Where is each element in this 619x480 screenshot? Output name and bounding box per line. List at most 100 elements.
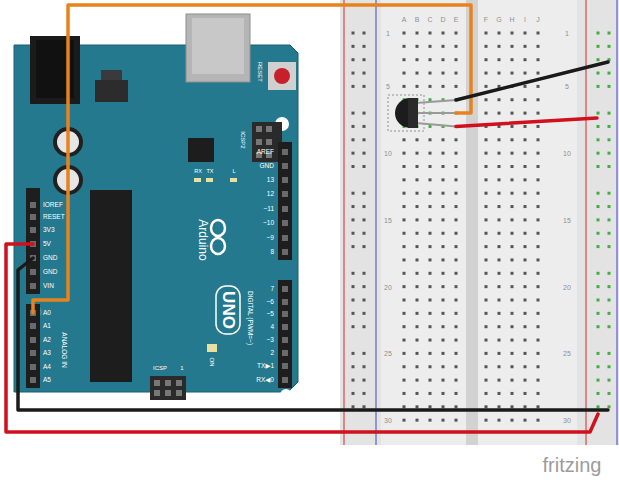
breadboard-hole bbox=[416, 352, 419, 355]
breadboard-hole bbox=[524, 272, 527, 275]
breadboard-hole bbox=[403, 365, 406, 368]
pin-label: IOREF bbox=[43, 202, 63, 209]
header-pin bbox=[282, 337, 288, 343]
breadboard-hole bbox=[352, 325, 355, 328]
breadboard-hole bbox=[608, 365, 611, 368]
breadboard-hole bbox=[403, 392, 406, 395]
breadboard-hole bbox=[485, 365, 488, 368]
breadboard-hole bbox=[363, 312, 366, 315]
breadboard-hole bbox=[537, 379, 540, 382]
power-wire bbox=[456, 118, 597, 127]
breadboard-hole bbox=[524, 419, 527, 422]
breadboard-hole bbox=[442, 392, 445, 395]
breadboard-hole bbox=[608, 232, 611, 235]
breadboard-hole bbox=[511, 365, 514, 368]
breadboard-hole bbox=[442, 352, 445, 355]
breadboard-hole bbox=[511, 165, 514, 168]
breadboard-hole bbox=[403, 285, 406, 288]
breadboard-hole bbox=[455, 325, 458, 328]
breadboard-hole bbox=[597, 125, 600, 128]
breadboard-hole bbox=[442, 245, 445, 248]
header-pin bbox=[30, 202, 36, 208]
header-pin bbox=[282, 177, 288, 183]
header-pin bbox=[282, 220, 288, 226]
pin-label: A3 bbox=[43, 350, 51, 357]
breadboard-hole bbox=[363, 245, 366, 248]
breadboard-hole bbox=[352, 152, 355, 155]
breadboard-hole bbox=[537, 72, 540, 75]
breadboard-hole bbox=[537, 98, 540, 101]
breadboard-hole bbox=[485, 285, 488, 288]
breadboard-hole bbox=[363, 125, 366, 128]
header-pin bbox=[282, 377, 288, 383]
breadboard-hole bbox=[608, 285, 611, 288]
breadboard-hole bbox=[416, 312, 419, 315]
breadboard-hole bbox=[363, 352, 366, 355]
breadboard-hole bbox=[597, 325, 600, 328]
breadboard-hole bbox=[608, 392, 611, 395]
breadboard-hole bbox=[442, 339, 445, 342]
breadboard-hole bbox=[442, 152, 445, 155]
breadboard-hole bbox=[403, 299, 406, 302]
breadboard-hole bbox=[403, 178, 406, 181]
breadboard-hole bbox=[455, 138, 458, 141]
breadboard-hole bbox=[597, 379, 600, 382]
breadboard-hole bbox=[498, 32, 501, 35]
breadboard-hole bbox=[442, 419, 445, 422]
breadboard-hole bbox=[597, 165, 600, 168]
signal-wire bbox=[33, 5, 471, 313]
breadboard-hole bbox=[352, 285, 355, 288]
breadboard-hole bbox=[429, 325, 432, 328]
pin-label: A2 bbox=[43, 337, 51, 344]
breadboard-hole bbox=[485, 138, 488, 141]
breadboard-hole bbox=[416, 285, 419, 288]
breadboard-hole bbox=[537, 152, 540, 155]
breadboard-hole bbox=[485, 85, 488, 88]
breadboard-hole bbox=[597, 312, 600, 315]
breadboard-hole bbox=[429, 285, 432, 288]
breadboard-hole bbox=[524, 285, 527, 288]
breadboard-hole bbox=[455, 85, 458, 88]
breadboard-hole bbox=[455, 405, 458, 408]
breadboard-hole bbox=[416, 58, 419, 61]
breadboard-hole bbox=[455, 339, 458, 342]
breadboard-hole bbox=[363, 272, 366, 275]
header-pin bbox=[30, 269, 36, 275]
breadboard-hole bbox=[429, 258, 432, 261]
header-pin bbox=[30, 323, 36, 329]
breadboard-hole bbox=[608, 32, 611, 35]
breadboard-hole bbox=[455, 152, 458, 155]
breadboard-hole bbox=[416, 299, 419, 302]
breadboard-hole bbox=[597, 245, 600, 248]
breadboard-hole bbox=[485, 419, 488, 422]
breadboard-hole bbox=[537, 45, 540, 48]
breadboard-hole bbox=[511, 325, 514, 328]
header-pin bbox=[282, 163, 288, 169]
breadboard-hole bbox=[485, 272, 488, 275]
breadboard-hole bbox=[608, 85, 611, 88]
breadboard-hole bbox=[363, 379, 366, 382]
breadboard-hole bbox=[511, 352, 514, 355]
breadboard-hole bbox=[403, 152, 406, 155]
header-pin bbox=[30, 364, 36, 370]
breadboard-hole bbox=[455, 379, 458, 382]
brand-name: Arduino bbox=[197, 219, 209, 260]
pin-label: VIN bbox=[43, 283, 54, 290]
breadboard-hole bbox=[403, 45, 406, 48]
breadboard-hole bbox=[511, 32, 514, 35]
row-number: 25 bbox=[384, 350, 392, 357]
breadboard-hole bbox=[455, 165, 458, 168]
breadboard-hole bbox=[511, 192, 514, 195]
breadboard-hole bbox=[442, 32, 445, 35]
breadboard-hole bbox=[363, 165, 366, 168]
breadboard-hole bbox=[363, 58, 366, 61]
breadboard-hole bbox=[442, 218, 445, 221]
breadboard-hole bbox=[429, 392, 432, 395]
pin-label: 8 bbox=[270, 249, 274, 256]
breadboard-hole bbox=[608, 205, 611, 208]
breadboard-hole bbox=[511, 419, 514, 422]
temperature-sensor bbox=[388, 95, 456, 131]
breadboard-hole bbox=[363, 85, 366, 88]
breadboard-hole bbox=[416, 218, 419, 221]
breadboard-hole bbox=[403, 312, 406, 315]
